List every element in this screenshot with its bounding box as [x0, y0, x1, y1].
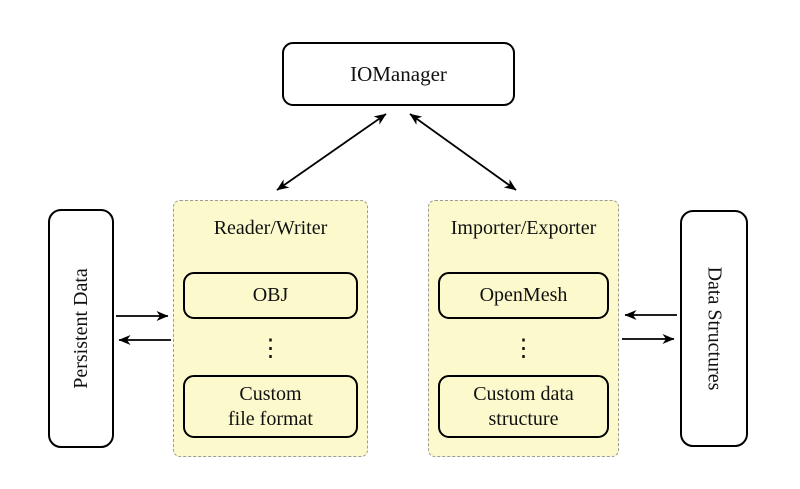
obj-box: OBJ: [183, 272, 358, 319]
reader-writer-panel: Reader/Writer OBJ ⋮ Custom file format: [173, 200, 368, 457]
iomanager-box: IOManager: [282, 42, 515, 106]
importer-exporter-ellipsis: ⋮: [511, 336, 536, 362]
custom-data-structure-box: Custom data structure: [438, 375, 609, 438]
openmesh-box: OpenMesh: [438, 272, 609, 319]
importer-exporter-panel: Importer/Exporter OpenMesh ⋮ Custom data…: [428, 200, 619, 457]
reader-writer-title: Reader/Writer: [213, 217, 328, 239]
data-structures-label: Data Structures: [703, 266, 726, 391]
importer-exporter-title: Importer/Exporter: [450, 217, 597, 239]
persistent-data-box: Persistent Data: [48, 209, 114, 448]
arrow-iomanager-readerwriter-bidirectional: [276, 113, 387, 191]
persistent-data-label: Persistent Data: [69, 268, 92, 389]
reader-writer-ellipsis: ⋮: [258, 336, 283, 362]
custom-file-format-box: Custom file format: [183, 375, 358, 438]
arrow-iomanager-importerexporter-bidirectional: [409, 113, 517, 191]
iomanager-label: IOManager: [350, 61, 447, 86]
data-structures-box: Data Structures: [680, 210, 748, 447]
